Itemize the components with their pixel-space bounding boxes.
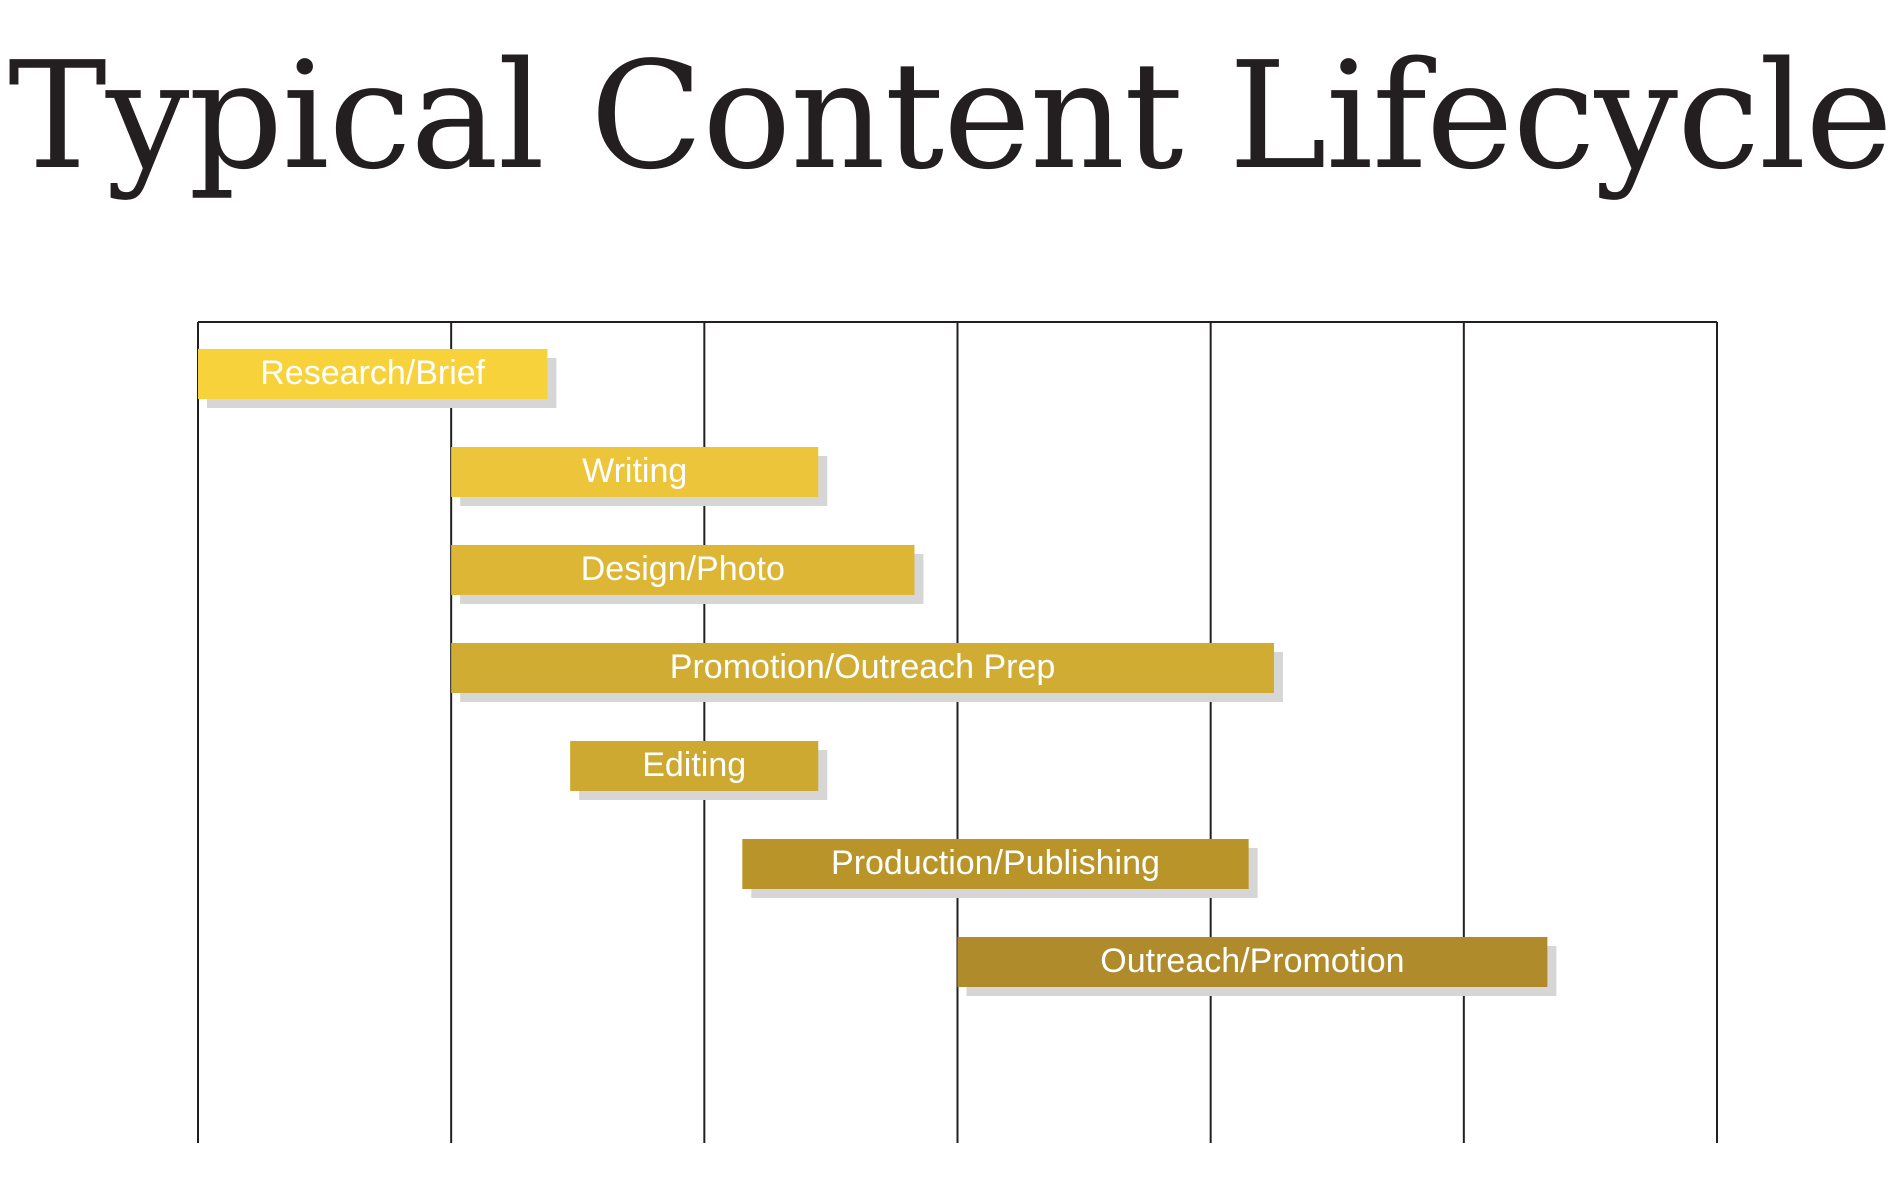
task-bar — [198, 349, 548, 399]
grid-layer — [197, 321, 1718, 1143]
task-bar — [451, 643, 1274, 693]
task-bar-group: Writing — [451, 447, 828, 506]
task-bar-group: Outreach/Promotion — [957, 937, 1557, 996]
task-bar — [742, 839, 1249, 889]
task-bar-group: Research/Brief — [198, 349, 557, 408]
task-bar — [570, 741, 819, 791]
task-bar-group: Design/Photo — [451, 545, 924, 604]
task-bar-label: Outreach/Promotion — [1100, 942, 1404, 980]
task-bar — [451, 447, 819, 497]
page-title: Typical Content Lifecycle — [8, 30, 1893, 202]
task-bar-label: Research/Brief — [260, 354, 485, 392]
bars-layer: Research/BriefWritingDesign/PhotoPromoti… — [198, 349, 1557, 996]
task-bar — [451, 545, 915, 595]
task-bar-label: Writing — [582, 452, 687, 490]
task-bar-group: Promotion/Outreach Prep — [451, 643, 1283, 702]
task-bar-label: Editing — [642, 746, 746, 784]
task-bar-label: Promotion/Outreach Prep — [670, 648, 1056, 686]
task-bar — [957, 937, 1548, 987]
task-bar-label: Design/Photo — [581, 550, 785, 588]
task-bar-group: Editing — [570, 741, 828, 800]
task-bar-group: Production/Publishing — [742, 839, 1258, 898]
task-bar-label: Production/Publishing — [831, 844, 1160, 882]
